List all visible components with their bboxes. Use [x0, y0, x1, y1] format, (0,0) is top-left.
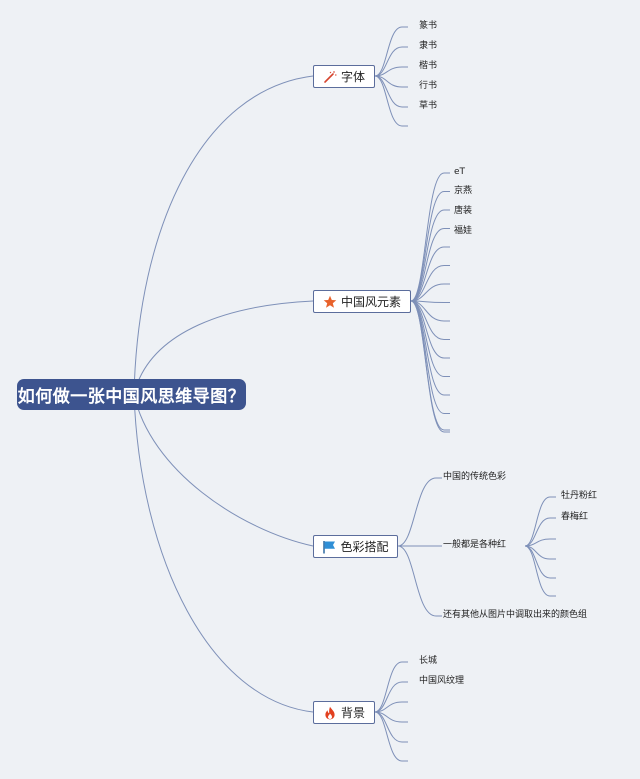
leaf-cursive-script[interactable]: 草书: [419, 101, 438, 111]
leaf-running-script[interactable]: 行书: [419, 81, 438, 91]
link-fonts-0: [374, 26, 403, 77]
branch-chinese-elements-label: 中国风元素: [340, 295, 401, 309]
link-root-fonts: [133, 75, 314, 395]
link-reds-3: [524, 545, 551, 560]
link-fonts-1: [374, 46, 403, 77]
leaf-element-tangzhuang[interactable]: 唐装: [454, 206, 473, 216]
link-background-4: [374, 711, 403, 743]
leaf-peony-pink[interactable]: 牡丹粉红: [561, 491, 598, 501]
link-elements-15: [410, 300, 445, 431]
link-background-5: [374, 711, 403, 762]
link-background-2: [374, 701, 403, 713]
link-background-0: [374, 661, 403, 713]
link-background-1: [374, 681, 403, 713]
link-elements-0: [410, 172, 445, 302]
root-topic[interactable]: 如何做一张中国风思维导图？: [17, 379, 246, 410]
link-background-3: [374, 711, 403, 723]
link-elements-10: [410, 300, 445, 359]
flag-icon: [322, 540, 336, 554]
link-elements-7: [410, 300, 445, 303]
link-elements-2: [410, 209, 445, 302]
star-icon: [323, 295, 337, 309]
link-reds-4: [524, 545, 551, 579]
link-reds-0: [524, 496, 551, 547]
branch-color-matching[interactable]: 色彩搭配: [313, 535, 398, 558]
link-fonts-2: [374, 66, 403, 77]
leaf-clerical-script[interactable]: 隶书: [419, 41, 438, 51]
link-elements-1: [410, 191, 445, 302]
leaf-great-wall[interactable]: 长城: [419, 656, 438, 666]
leaf-chinese-texture[interactable]: 中国风纹理: [419, 676, 465, 686]
link-elements-6: [410, 283, 445, 302]
link-elements-13: [410, 300, 445, 414]
root-topic-label: 如何做一张中国风思维导图？: [17, 387, 246, 407]
link-elements-9: [410, 300, 445, 340]
link-colors-0: [397, 477, 437, 547]
link-elements-5: [410, 265, 445, 302]
link-reds-5: [524, 545, 551, 597]
branch-background-label: 背景: [340, 706, 365, 720]
link-colors-2: [397, 545, 437, 617]
magic-wand-icon: [323, 70, 337, 84]
link-fonts-4: [374, 75, 403, 108]
leaf-various-reds[interactable]: 一般都是各种红: [443, 540, 507, 550]
branch-background[interactable]: 背景: [313, 701, 375, 724]
fire-icon: [323, 706, 337, 720]
link-elements-11: [410, 300, 445, 377]
link-elements-4: [410, 246, 445, 302]
link-reds-2: [524, 538, 551, 547]
link-reds-1: [524, 517, 551, 547]
leaf-element-fuwa[interactable]: 福娃: [454, 226, 473, 236]
link-root-colors: [133, 393, 314, 547]
link-elements-8: [410, 300, 445, 322]
leaf-plum-red[interactable]: 春梅红: [561, 512, 589, 522]
branch-color-matching-label: 色彩搭配: [340, 540, 389, 554]
branch-chinese-elements[interactable]: 中国风元素: [313, 290, 411, 313]
link-elements-12: [410, 300, 445, 396]
leaf-regular-script[interactable]: 楷书: [419, 61, 438, 71]
leaf-element-et[interactable]: eT: [454, 167, 466, 177]
leaf-element-jingyan[interactable]: 京燕: [454, 186, 473, 196]
branch-fonts-label: 字体: [340, 70, 365, 84]
link-fonts-5: [374, 75, 403, 127]
branch-fonts[interactable]: 字体: [313, 65, 375, 88]
link-fonts-3: [374, 75, 403, 88]
link-elements-14: [410, 300, 445, 433]
leaf-seal-script[interactable]: 篆书: [419, 21, 438, 31]
link-elements-3: [410, 228, 445, 302]
leaf-traditional-colors[interactable]: 中国的传统色彩: [443, 472, 507, 482]
leaf-extracted-colors[interactable]: 还有其他从图片中调取出来的颜色组: [443, 610, 588, 620]
link-root-background: [133, 393, 314, 713]
